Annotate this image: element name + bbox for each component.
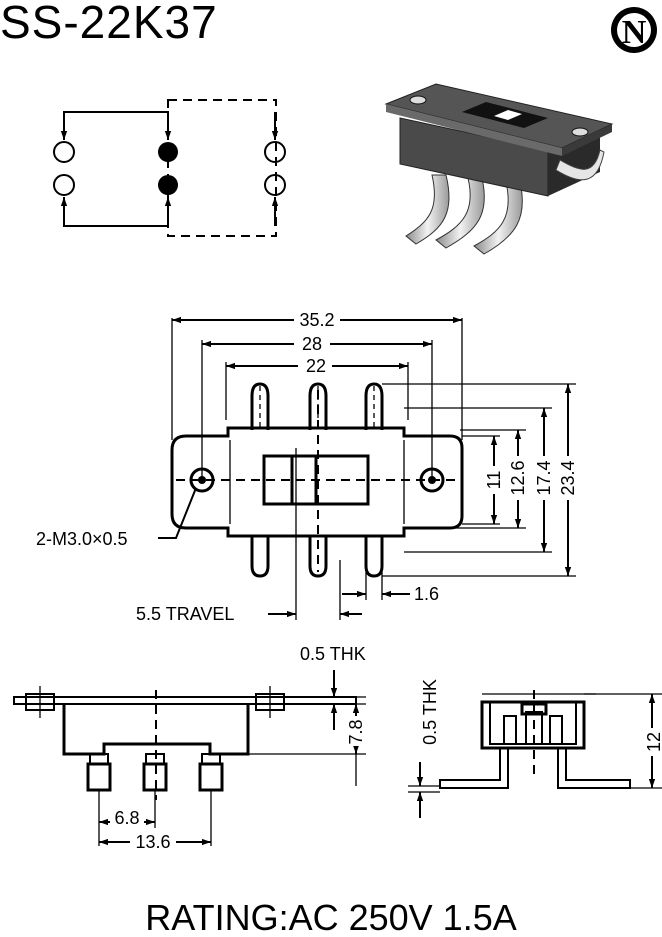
top-view-drawing: 35.2 28 22 (36, 310, 578, 624)
dim-mount-spacing: 28 (302, 334, 322, 354)
brand-logo: N (611, 7, 657, 53)
rating-text: RATING:AC 250V 1.5A (145, 897, 516, 937)
bottom-pins (250, 536, 384, 578)
terminal-right-top (264, 141, 286, 163)
switch-position-box (167, 99, 277, 237)
circuit-schematic (53, 99, 286, 237)
dim-17-4: 17.4 (534, 460, 554, 495)
part-title: SS-22K37 (0, 0, 218, 48)
dim-23-4: 23.4 (558, 460, 578, 495)
front-view-drawing: 0.5 THK 7.8 6.8 13.6 (13, 644, 368, 852)
dim-side-height: 12 (644, 732, 662, 752)
mounting-plate (13, 696, 357, 705)
terminal-left-bottom (53, 174, 75, 196)
dim-12-6: 12.6 (508, 460, 528, 495)
dim-11: 11 (484, 471, 504, 490)
terminal-common-top (158, 142, 178, 162)
terminal-right-bottom (264, 174, 286, 196)
dim-body-height: 7.8 (346, 719, 366, 744)
product-3d-view (384, 83, 614, 255)
dim-pin-pitch: 6.8 (114, 808, 139, 828)
travel-label: 5.5 TRAVEL (136, 604, 234, 624)
dim-overall-length: 35.2 (299, 310, 334, 330)
dim-pin-outer: 13.6 (135, 832, 170, 852)
dim-pin-span: 22 (306, 356, 326, 376)
mount-hole-label: 2-M3.0×0.5 (36, 529, 128, 549)
logo-letter: N (622, 14, 647, 51)
dim-plate-thickness-top: 0.5 THK (300, 644, 366, 664)
dim-plate-thickness-side: 0.5 THK (420, 679, 440, 745)
terminal-left-top (53, 141, 75, 163)
terminal-common-bottom (158, 175, 178, 195)
dim-pin-width: 1.6 (414, 584, 439, 604)
side-view-drawing: 0.5 THK 12 (408, 679, 662, 818)
